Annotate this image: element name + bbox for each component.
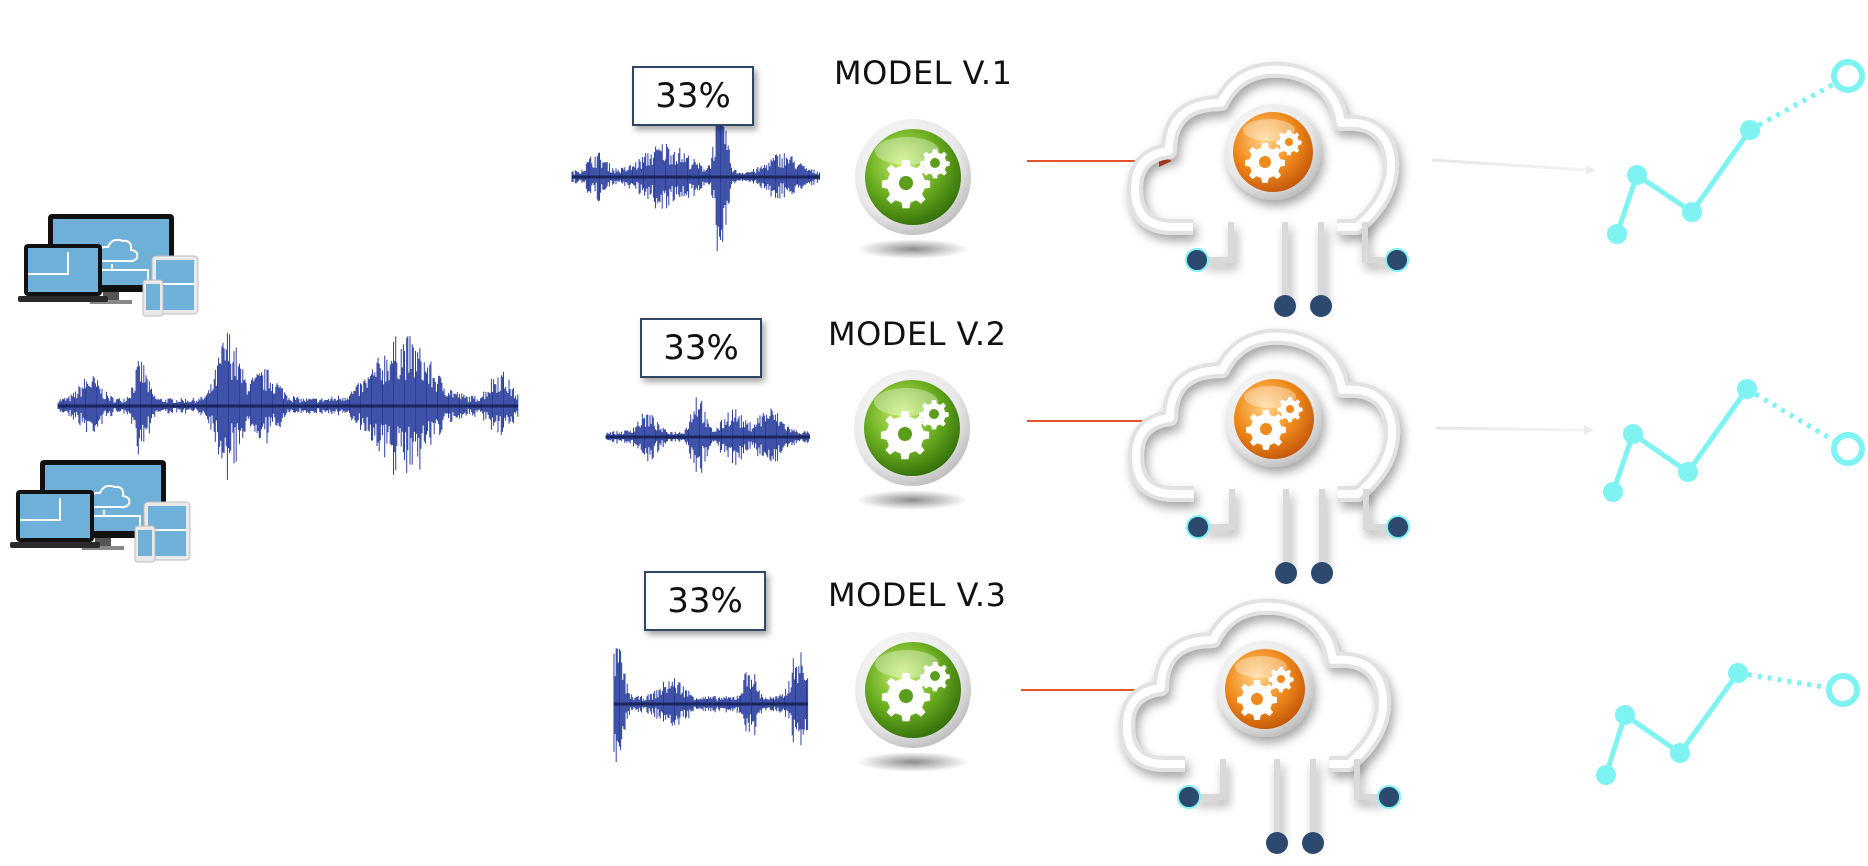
split-percent-label: 33% — [655, 76, 731, 116]
model-label: MODEL V.1 — [834, 54, 1013, 92]
trend-chart-icon — [1607, 59, 1865, 244]
split-percent-box: 33% — [640, 318, 762, 378]
gear-sphere-icon — [855, 119, 971, 259]
waveform-icon — [613, 648, 809, 762]
model-label: MODEL V.3 — [828, 576, 1007, 614]
split-percent-box: 33% — [644, 571, 766, 631]
split-percent-box: 33% — [632, 66, 754, 126]
trend-chart-icon — [1596, 663, 1860, 785]
devices-icon — [9, 459, 191, 563]
gear-sphere-icon — [854, 370, 970, 510]
waveform-icon — [571, 90, 820, 252]
trend-chart-icon — [1603, 379, 1865, 502]
model-label: MODEL V.2 — [828, 315, 1007, 353]
split-percent-label: 33% — [667, 581, 743, 621]
split-percent-label: 33% — [663, 328, 739, 368]
cloud-circuit-icon — [1135, 70, 1408, 317]
connector-line — [1431, 158, 1596, 175]
waveform-icon — [605, 397, 810, 473]
gear-sphere-icon — [855, 632, 971, 772]
devices-icon — [17, 213, 199, 317]
cloud-circuit-icon — [1127, 607, 1400, 854]
cloud-circuit-icon — [1136, 337, 1409, 584]
waveform-icon — [57, 332, 519, 480]
connector-line — [1435, 425, 1594, 435]
